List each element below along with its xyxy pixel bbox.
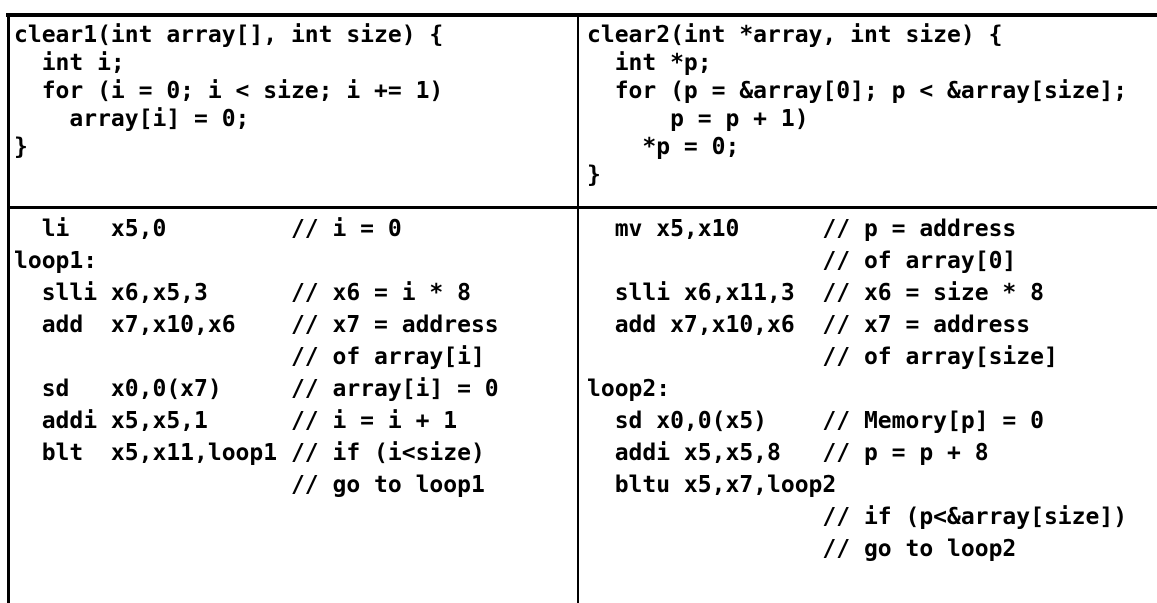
table-border-left bbox=[7, 13, 10, 603]
assembly-clear2-cell: mv x5,x10 // p = address // of array[0] … bbox=[587, 216, 1128, 562]
c-code-clear1-cell: clear1(int array[], int size) { int i; f… bbox=[14, 22, 444, 160]
table-row-divider bbox=[7, 206, 1157, 209]
table-border-top bbox=[6, 13, 1157, 17]
table-column-divider bbox=[577, 15, 579, 603]
assembly-clear1-cell: li x5,0 // i = 0 loop1: slli x6,x5,3 // … bbox=[14, 216, 499, 498]
c-code-clear2-cell: clear2(int *array, int size) { int *p; f… bbox=[587, 22, 1128, 188]
